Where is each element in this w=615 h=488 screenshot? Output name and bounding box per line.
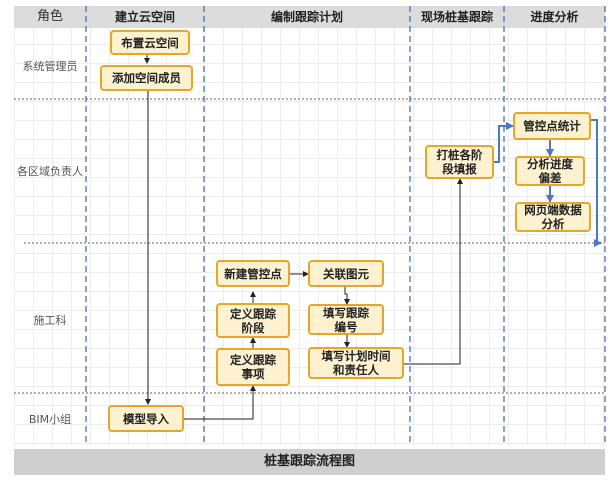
lane-label-bim-team: BIM小组 bbox=[28, 413, 72, 426]
connector-arrow bbox=[344, 287, 350, 305]
footer-bar bbox=[14, 449, 605, 475]
node-define-tracking-items[interactable]: 定义跟踪 事项 bbox=[216, 348, 290, 386]
node-model-import[interactable]: 模型导入 bbox=[108, 405, 184, 432]
node-analyze-progress-deviation[interactable]: 分析进度 偏差 bbox=[515, 156, 585, 186]
node-setup-cloud-space[interactable]: 布置云空间 bbox=[110, 30, 190, 55]
diagram-title: 桩基跟踪流程图 bbox=[263, 454, 355, 469]
header-col-progress-analysis: 进度分析 bbox=[530, 10, 579, 24]
node-web-data-analysis[interactable]: 网页端数据 分析 bbox=[515, 202, 591, 232]
connector-arrow bbox=[404, 178, 463, 365]
header-role: 角色 bbox=[36, 9, 63, 24]
header-col-site-tracking: 现场桩基跟踪 bbox=[420, 10, 493, 24]
node-fill-tracking-number[interactable]: 填写跟踪 编号 bbox=[308, 304, 384, 335]
lane-label-construction-dept: 施工科 bbox=[33, 314, 67, 327]
lane-label-area-manager: 各区域负责人 bbox=[17, 165, 83, 178]
node-define-tracking-stage[interactable]: 定义跟踪 阶段 bbox=[216, 303, 290, 338]
node-link-elements[interactable]: 关联图元 bbox=[308, 260, 384, 287]
node-control-point-statistics[interactable]: 管控点统计 bbox=[513, 112, 591, 140]
header-col-tracking-plan: 编制跟踪计划 bbox=[270, 10, 343, 24]
header-col-build-cloud-space: 建立云空间 bbox=[114, 10, 175, 24]
header-bar bbox=[14, 6, 605, 28]
connector-arrow bbox=[494, 122, 514, 163]
connector-arrow bbox=[591, 119, 602, 247]
lane-label-system-admin: 系统管理员 bbox=[22, 60, 78, 73]
node-create-control-point[interactable]: 新建管控点 bbox=[216, 260, 290, 287]
node-add-space-members[interactable]: 添加空间成员 bbox=[100, 65, 193, 91]
connector-arrow bbox=[184, 385, 256, 420]
node-fill-plan-time-and-owner[interactable]: 填写计划时间 和责任人 bbox=[308, 347, 404, 379]
node-report-piling-stages[interactable]: 打桩各阶 段填报 bbox=[425, 145, 494, 179]
